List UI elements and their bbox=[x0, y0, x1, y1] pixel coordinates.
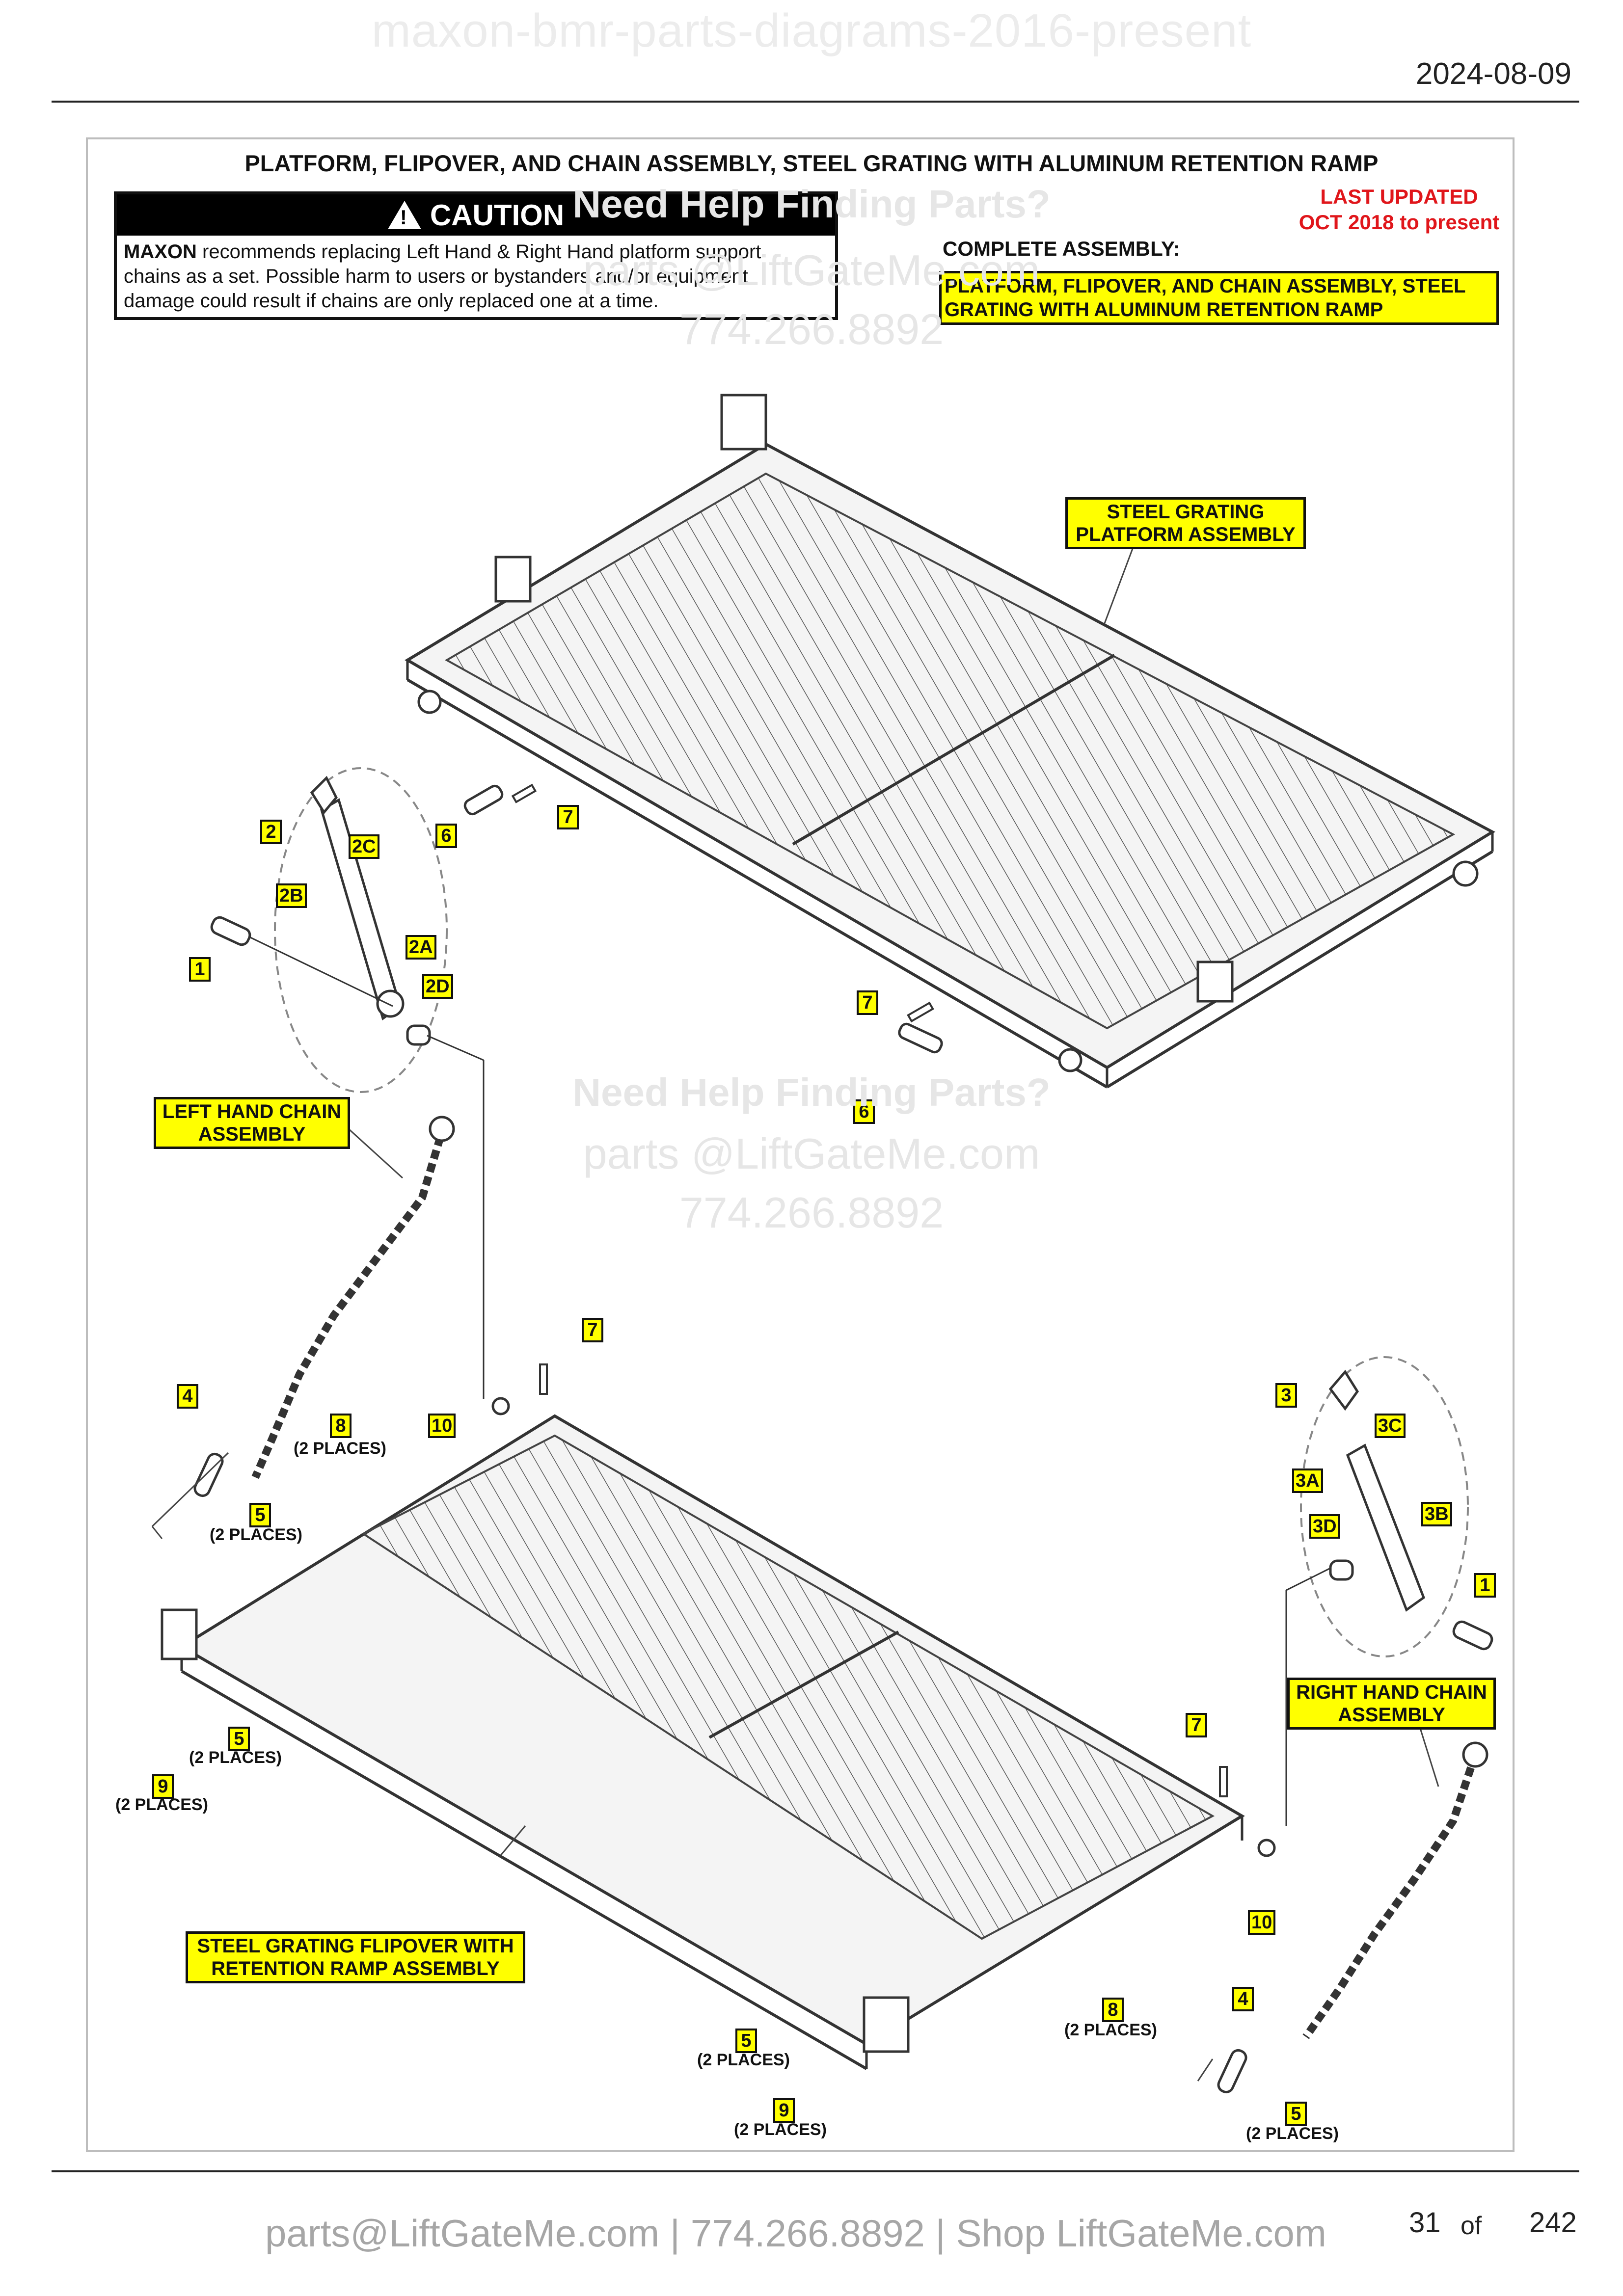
document-date: 2024-08-09 bbox=[1415, 57, 1571, 91]
part-tag: 8 bbox=[330, 1414, 352, 1438]
last-updated-label: LAST UPDATED bbox=[1320, 185, 1478, 208]
footer-contact: parts@LiftGateMe.com | 774.266.8892 | Sh… bbox=[265, 2212, 1326, 2255]
steel-grating-platform-drawing bbox=[405, 394, 1496, 1089]
part-tag: 6 bbox=[435, 824, 457, 848]
watermark-help: Need Help Finding Parts? bbox=[572, 1070, 1051, 1114]
callout-line: RIGHT HAND CHAIN bbox=[1296, 1682, 1487, 1703]
part-tag: 5 bbox=[1285, 2102, 1307, 2126]
part-tag: 7 bbox=[1186, 1713, 1207, 1737]
caution-line-2: chains as a set. Possible harm to users … bbox=[124, 266, 748, 287]
callout-line: ASSEMBLY bbox=[1338, 1704, 1445, 1726]
callout-line: STEEL GRATING bbox=[1107, 501, 1265, 523]
part-tag: 5 bbox=[249, 1503, 271, 1527]
part-tag: 9 bbox=[152, 1774, 174, 1799]
callout-line: ASSEMBLY bbox=[198, 1123, 306, 1145]
diagram-title: PLATFORM, FLIPOVER, AND CHAIN ASSEMBLY, … bbox=[244, 150, 1379, 176]
two-places-note: (2 PLACES) bbox=[210, 1525, 302, 1544]
part-tag: 8 bbox=[1102, 1998, 1124, 2022]
two-places-note: (2 PLACES) bbox=[189, 1748, 282, 1767]
part-tag: 10 bbox=[428, 1414, 456, 1438]
page-total: 242 bbox=[1529, 2207, 1577, 2239]
callout-steel-grating-platform: STEEL GRATING PLATFORM ASSEMBLY bbox=[1065, 497, 1306, 549]
caution-line-3: damage could result if chains are only r… bbox=[124, 290, 659, 312]
part-tag: 7 bbox=[857, 990, 878, 1015]
part-tag: 3B bbox=[1421, 1502, 1452, 1526]
last-updated-range: OCT 2018 to present bbox=[1298, 211, 1500, 234]
two-places-note: (2 PLACES) bbox=[734, 2120, 827, 2139]
part-tag: 5 bbox=[735, 2029, 757, 2053]
part-tag: 2 bbox=[260, 820, 282, 844]
part-tag: 3D bbox=[1309, 1514, 1340, 1539]
part-tag: 2D bbox=[422, 974, 453, 999]
warning-triangle-icon: ! bbox=[387, 201, 421, 229]
diagram-frame bbox=[86, 137, 1515, 2152]
complete-assembly-name: PLATFORM, FLIPOVER, AND CHAIN ASSEMBLY, … bbox=[939, 271, 1499, 325]
callout-line: PLATFORM ASSEMBLY bbox=[1076, 524, 1296, 545]
part-tag: 3C bbox=[1375, 1414, 1406, 1438]
two-places-note: (2 PLACES) bbox=[697, 2051, 790, 2069]
part-tag: 3A bbox=[1292, 1468, 1323, 1493]
callout-line: STEEL GRATING FLIPOVER WITH bbox=[197, 1935, 514, 1957]
two-places-note: (2 PLACES) bbox=[1246, 2124, 1339, 2143]
part-tag: 4 bbox=[1232, 1987, 1254, 2011]
complete-assembly-line-2: GRATING WITH ALUMINUM RETENTION RAMP bbox=[945, 299, 1383, 320]
document-title-watermark: maxon-bmr-parts-diagrams-2016-present bbox=[371, 4, 1252, 57]
part-tag: 10 bbox=[1248, 1910, 1276, 1935]
watermark-email: parts @LiftGateMe.com bbox=[583, 246, 1040, 294]
callout-line: RETENTION RAMP ASSEMBLY bbox=[211, 1958, 500, 1979]
callout-line: LEFT HAND CHAIN bbox=[162, 1101, 342, 1122]
watermark-email: parts @LiftGateMe.com bbox=[583, 1129, 1040, 1178]
part-tag: 7 bbox=[582, 1318, 603, 1342]
right-chain-drawing bbox=[1217, 1741, 1488, 2094]
two-places-note: (2 PLACES) bbox=[115, 1795, 208, 1814]
page-of: of bbox=[1461, 2212, 1482, 2240]
footer-rule bbox=[52, 2170, 1579, 2172]
caution-text: MAXON recommends replacing Left Hand & R… bbox=[117, 236, 835, 317]
part-tag: 2B bbox=[276, 883, 307, 908]
part-tag: 7 bbox=[557, 805, 579, 829]
part-tag: 5 bbox=[228, 1727, 250, 1751]
header-rule bbox=[52, 101, 1579, 103]
caution-heading: CAUTION bbox=[430, 198, 565, 232]
watermark-phone: 774.266.8892 bbox=[679, 305, 944, 353]
part-tag: 1 bbox=[189, 957, 211, 982]
page-number: 31 bbox=[1409, 2207, 1441, 2239]
caution-header: ! CAUTION bbox=[117, 194, 835, 236]
part-tag: 2C bbox=[349, 834, 379, 859]
caution-box: ! CAUTION MAXON recommends replacing Lef… bbox=[114, 191, 838, 320]
pins-drawing bbox=[463, 783, 1276, 1857]
last-updated-note: LAST UPDATED OCT 2018 to present bbox=[1257, 184, 1542, 235]
two-places-note: (2 PLACES) bbox=[294, 1439, 386, 1458]
right-link-detail-drawing bbox=[1285, 1356, 1493, 1826]
part-tag: 4 bbox=[177, 1384, 198, 1409]
caution-brand: MAXON bbox=[124, 241, 197, 263]
callout-right-hand-chain: RIGHT HAND CHAIN ASSEMBLY bbox=[1287, 1678, 1496, 1730]
part-tag: 1 bbox=[1474, 1573, 1496, 1598]
part-tag: 9 bbox=[773, 2098, 795, 2123]
watermark-help: Need Help Finding Parts? bbox=[572, 182, 1051, 226]
steel-grating-flipover-drawing bbox=[161, 1414, 1245, 2070]
complete-assembly-label: COMPLETE ASSEMBLY: bbox=[943, 237, 1180, 260]
part-tag: 3 bbox=[1275, 1383, 1297, 1408]
part-tag: 2A bbox=[406, 935, 436, 960]
part-tag: 6 bbox=[853, 1099, 875, 1124]
left-link-detail-drawing bbox=[210, 767, 485, 1399]
complete-assembly-line-1: PLATFORM, FLIPOVER, AND CHAIN ASSEMBLY, … bbox=[945, 275, 1466, 297]
callout-left-hand-chain: LEFT HAND CHAIN ASSEMBLY bbox=[154, 1097, 350, 1149]
caution-line-1: recommends replacing Left Hand & Right H… bbox=[202, 241, 761, 263]
watermark-phone: 774.266.8892 bbox=[679, 1188, 944, 1237]
two-places-note: (2 PLACES) bbox=[1064, 2021, 1157, 2039]
callout-steel-grating-flipover: STEEL GRATING FLIPOVER WITH RETENTION RA… bbox=[186, 1931, 525, 1983]
